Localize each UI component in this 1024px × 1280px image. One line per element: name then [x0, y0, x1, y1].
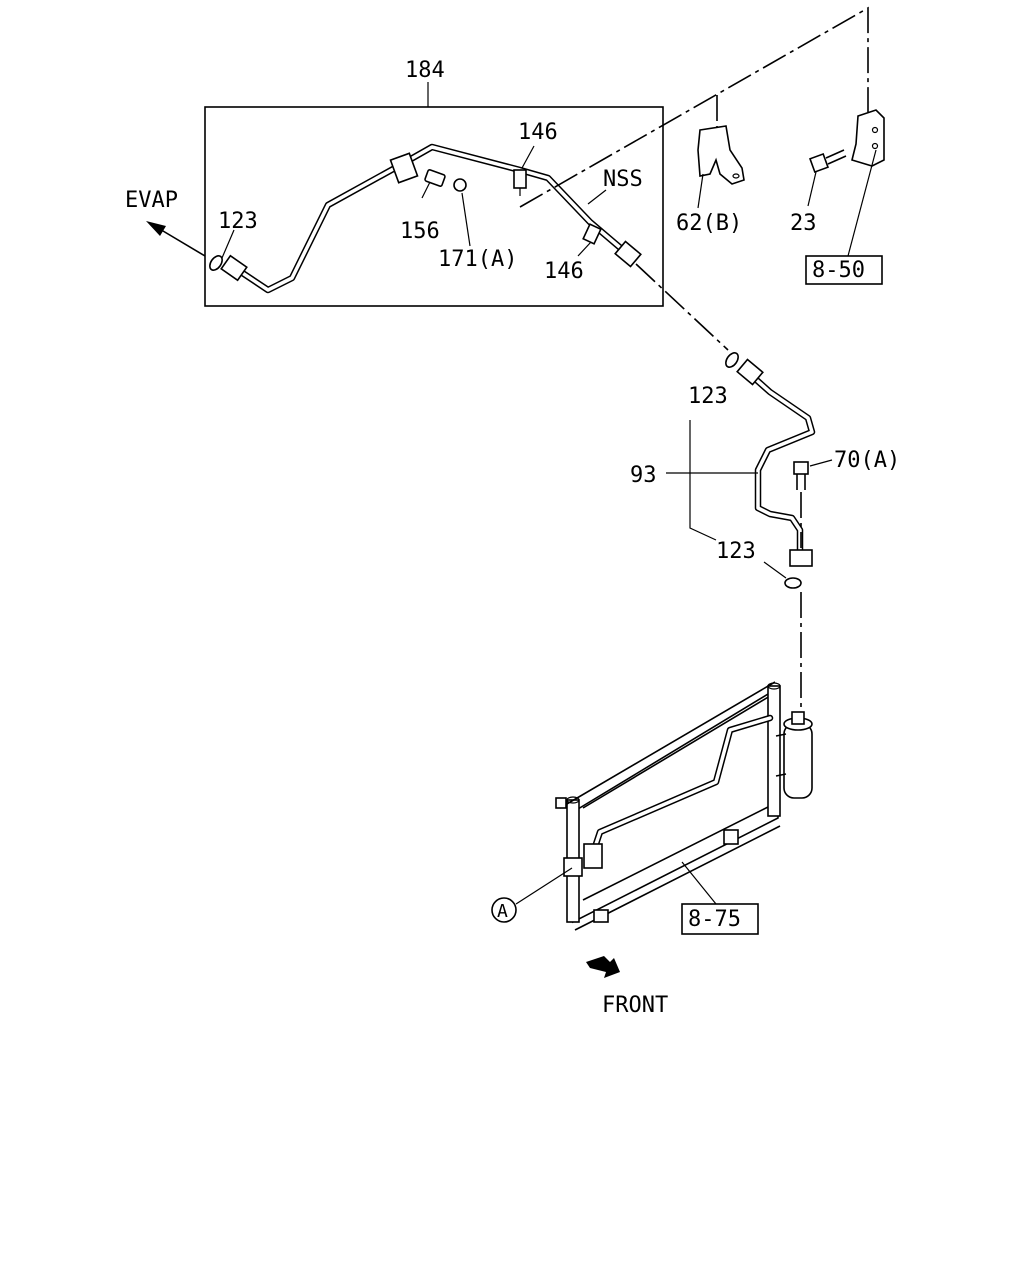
label-93: 93: [630, 463, 657, 488]
label-146-upper: 146: [518, 120, 558, 145]
label-146-lower: 146: [544, 259, 584, 284]
pipe-93: [748, 372, 816, 556]
label-62b: 62(B): [676, 211, 742, 236]
callout-circle-a: [491, 897, 517, 923]
clip-146-lower: [582, 223, 602, 245]
clip-146-upper: [513, 169, 527, 196]
leader-nss: [587, 189, 607, 205]
label-171a: 171(A): [438, 247, 517, 272]
label-ref-8-75: 8-75: [688, 907, 741, 932]
label-nss: NSS: [603, 167, 643, 192]
pipe-93-nut: [736, 358, 764, 386]
front-arrow-icon: [586, 956, 620, 978]
label-123-middle: 123: [688, 384, 728, 409]
leader-123-middle: [689, 420, 717, 541]
label-front: FRONT: [602, 993, 668, 1018]
clamp-62b: [697, 125, 745, 185]
pipe-clamp-block: [389, 152, 419, 184]
cap-171a: [453, 178, 467, 192]
o-ring-123-lower: [784, 577, 802, 589]
pipe-nut-right: [614, 240, 642, 268]
evap-arrow: [146, 221, 206, 257]
label-123-lower: 123: [716, 539, 756, 564]
leader-171a: [461, 192, 471, 247]
leader-62b: [697, 173, 704, 209]
leader-123-lower: [763, 561, 787, 579]
bolt-23: [809, 149, 847, 173]
valve-core-156: [421, 169, 446, 199]
leader-circle-a: [515, 867, 573, 905]
bolt-70a: [793, 461, 809, 548]
leader-23: [807, 171, 817, 207]
label-23: 23: [790, 211, 817, 236]
leader-146-upper: [521, 145, 535, 169]
pipe-nut-left: [220, 254, 248, 282]
leader-123-left: [221, 229, 235, 259]
leader-146-lower: [577, 241, 592, 257]
leader-70a: [809, 459, 833, 467]
alignment-line-to-pipe-93: [635, 263, 729, 351]
ref-box-8-50: [805, 255, 883, 285]
alignment-line-to-bracket: [519, 6, 869, 208]
o-ring-123-middle: [725, 352, 739, 368]
label-70a: 70(A): [834, 448, 900, 473]
condenser-8-75: [555, 681, 813, 931]
pipe-93-block: [789, 549, 813, 567]
o-ring-123-left: [209, 255, 223, 271]
assembly-184-box: [204, 106, 664, 307]
label-184: 184: [405, 58, 445, 83]
label-123-left: 123: [218, 209, 258, 234]
mounting-bracket: [851, 109, 885, 167]
label-156: 156: [400, 219, 440, 244]
pipe-184: [234, 143, 634, 294]
ref-box-8-75: [681, 903, 759, 935]
label-evap: EVAP: [125, 188, 178, 213]
label-ref-8-50: 8-50: [812, 258, 865, 283]
leader-8-50: [847, 149, 877, 257]
leader-8-75: [681, 861, 717, 905]
label-circle-a: A: [497, 901, 508, 922]
